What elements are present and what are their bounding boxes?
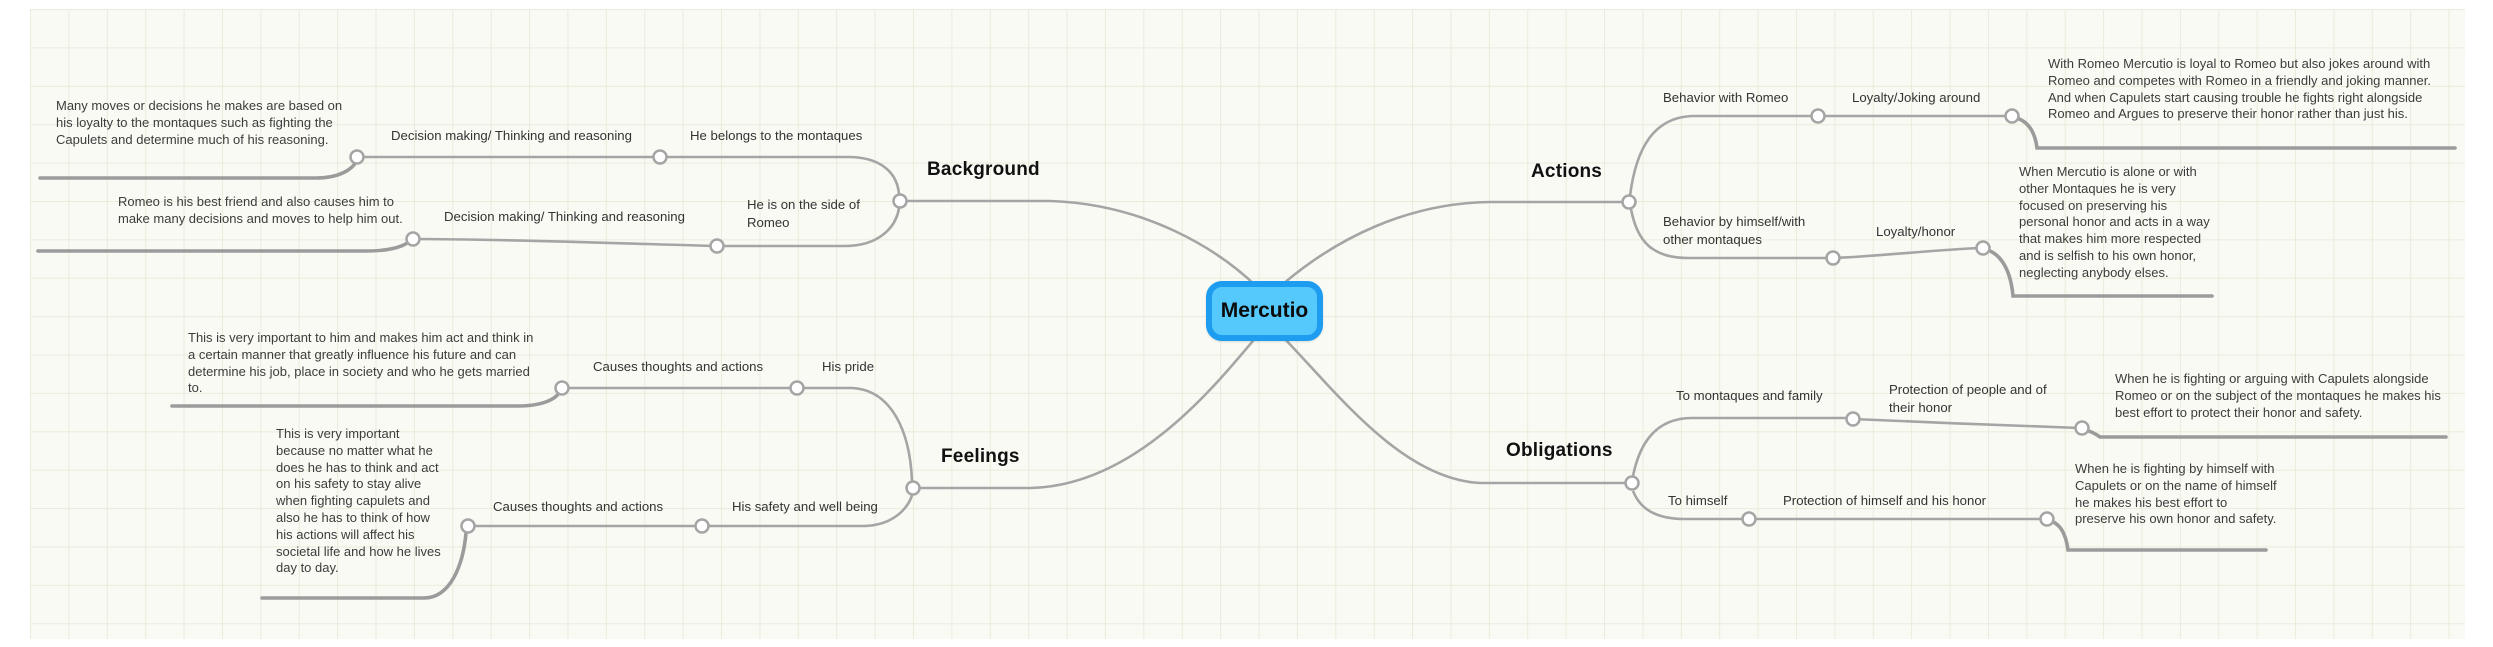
node-protection-himself[interactable]: Protection of himself and his honor [1783,493,1987,508]
collapse-handle[interactable] [1975,240,1991,256]
node-to-himself[interactable]: To himself [1668,493,1728,508]
node-behavior-with-romeo[interactable]: Behavior with Romeo [1663,90,1789,105]
collapse-handle[interactable] [1810,108,1826,124]
collapse-handle[interactable] [405,231,421,247]
note-obligations-fighting-himself[interactable]: When he is fighting by himself with Capu… [2075,461,2277,527]
node-decision-making-1[interactable]: Decision making/ Thinking and reasoning [391,128,632,143]
node-his-pride[interactable]: His pride [822,359,875,374]
collapse-handle[interactable] [2004,108,2020,124]
node-behavior-by-himself[interactable]: Behavior by himself/with other montaques [1663,214,1806,247]
branch-label-background[interactable]: Background [927,159,1040,180]
collapse-handle[interactable] [652,149,668,165]
note-feelings-pride[interactable]: This is very important to him and makes … [188,330,534,396]
collapse-handle[interactable] [1845,411,1861,427]
note-actions-when-alone[interactable]: When Mercutio is alone or with other Mon… [2019,164,2210,280]
node-to-montaques[interactable]: To montaques and family [1676,388,1823,403]
collapse-handle[interactable] [789,380,805,396]
collapse-handle[interactable] [554,380,570,396]
collapse-handle[interactable] [905,480,921,496]
collapse-handle[interactable] [709,238,725,254]
node-protection-people[interactable]: Protection of people and of their honor [1889,382,2047,415]
node-loyalty-honor[interactable]: Loyalty/honor [1876,224,1956,239]
collapse-handle[interactable] [1624,475,1640,491]
branch-label-actions[interactable]: Actions [1531,161,1603,182]
node-loyalty-joking[interactable]: Loyalty/Joking around [1852,90,1981,105]
node-belongs-to-montaques[interactable]: He belongs to the montaques [690,128,863,143]
collapse-handle[interactable] [460,518,476,534]
collapse-handle[interactable] [1621,194,1637,210]
note-background-belongs[interactable]: Many moves or decisions he makes are bas… [56,98,343,147]
collapse-handle[interactable] [2039,511,2055,527]
node-his-safety[interactable]: His safety and well being [732,499,878,514]
note-background-side-of-romeo[interactable]: Romeo is his best friend and also causes… [118,194,403,226]
branch-label-feelings[interactable]: Feelings [941,446,1020,467]
collapse-handle[interactable] [1825,250,1841,266]
node-decision-making-2[interactable]: Decision making/ Thinking and reasoning [444,209,685,224]
note-obligations-fighting-arguing[interactable]: When he is fighting or arguing with Capu… [2115,371,2441,420]
collapse-handle[interactable] [2074,420,2090,436]
branch-label-obligations[interactable]: Obligations [1506,440,1613,461]
note-actions-with-romeo[interactable]: With Romeo Mercutio is loyal to Romeo bu… [2048,56,2431,122]
node-causes-thoughts-2[interactable]: Causes thoughts and actions [493,499,664,514]
root-node-label: Mercutio [1220,299,1309,322]
collapse-handle[interactable] [694,518,710,534]
node-causes-thoughts-1[interactable]: Causes thoughts and actions [593,359,764,374]
collapse-handle[interactable] [349,149,365,165]
collapse-handle[interactable] [1741,511,1757,527]
collapse-handle[interactable] [892,193,908,209]
note-feelings-safety[interactable]: This is very important because no matter… [276,426,441,576]
node-side-of-romeo[interactable]: He is on the side of Romeo [747,197,860,230]
root-node-mercutio[interactable]: Mercutio [1206,281,1323,341]
